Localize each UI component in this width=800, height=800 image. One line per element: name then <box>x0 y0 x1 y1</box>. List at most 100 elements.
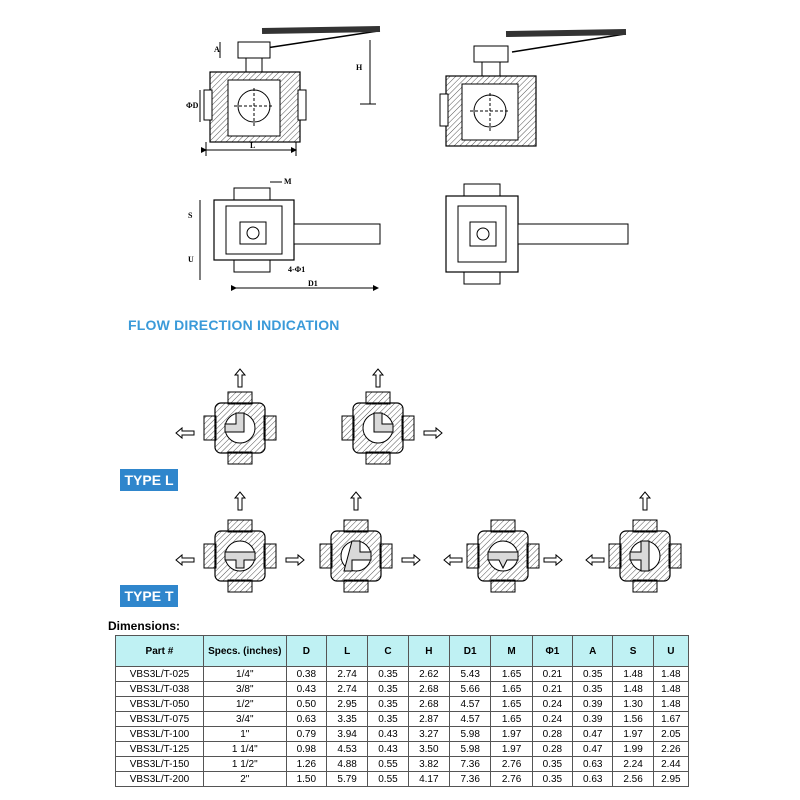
column-header: D1 <box>449 635 492 667</box>
type-t-valve-3 <box>466 519 540 593</box>
table-cell: 1.65 <box>490 696 533 712</box>
table-cell: 0.35 <box>572 681 614 697</box>
table-cell: 3.82 <box>407 756 451 772</box>
table-cell: 1.65 <box>490 681 533 697</box>
table-cell: 0.50 <box>285 696 327 712</box>
type-t-valve-4 <box>608 519 682 593</box>
column-header: A <box>572 635 614 667</box>
table-cell: 1.50 <box>285 771 327 787</box>
table-cell: 1.56 <box>612 711 654 727</box>
type-t-label: TYPE T <box>120 585 178 607</box>
table-cell: 1.48 <box>652 696 690 712</box>
table-cell: 1.30 <box>612 696 654 712</box>
table-cell: 2.95 <box>652 771 690 787</box>
column-header: Φ1 <box>531 635 574 667</box>
table-cell: 0.98 <box>285 741 327 757</box>
table-cell: 3.35 <box>325 711 369 727</box>
table-cell: VBS3L/T-200 <box>115 771 204 787</box>
table-cell: 0.43 <box>285 681 327 697</box>
table-cell: 3/4" <box>202 711 287 727</box>
front-view-left: A H ΦD L <box>186 25 381 156</box>
table-cell: 1 1/2" <box>202 756 287 772</box>
flow-arrow-left <box>443 553 463 567</box>
table-cell: 1.97 <box>490 741 533 757</box>
table-cell: VBS3L/T-100 <box>115 726 204 742</box>
table-cell: 0.28 <box>531 741 574 757</box>
table-cell: 0.39 <box>572 711 614 727</box>
type-l-valve-2 <box>341 391 415 465</box>
table-cell: 0.28 <box>531 726 574 742</box>
table-cell: 1.97 <box>612 726 654 742</box>
table-cell: 2.26 <box>652 741 690 757</box>
table-cell: 2.74 <box>325 681 369 697</box>
table-cell: 2.68 <box>407 681 451 697</box>
table-cell: 1 1/4" <box>202 741 287 757</box>
flow-arrow-left <box>585 553 605 567</box>
column-header: Part # <box>115 635 204 667</box>
table-cell: 1.48 <box>612 666 654 682</box>
column-header: H <box>407 635 451 667</box>
table-cell: 1" <box>202 726 287 742</box>
table-cell: 2.24 <box>612 756 654 772</box>
table-cell: 2.05 <box>652 726 690 742</box>
label-holes: 4-Φ1 <box>288 265 305 274</box>
column-header: C <box>367 635 409 667</box>
table-cell: 0.21 <box>531 666 574 682</box>
table-cell: 0.43 <box>367 726 409 742</box>
table-cell: 5.98 <box>449 741 492 757</box>
table-cell: 0.35 <box>367 681 409 697</box>
table-cell: 0.63 <box>285 711 327 727</box>
flow-arrow-up <box>233 368 247 388</box>
table-cell: 1.65 <box>490 666 533 682</box>
type-t-valve-2 <box>319 519 393 593</box>
table-cell: 3.94 <box>325 726 369 742</box>
table-cell: 2.87 <box>407 711 451 727</box>
table-cell: 2.74 <box>325 666 369 682</box>
table-cell: 0.47 <box>572 726 614 742</box>
label-l: L <box>250 141 255 150</box>
table-cell: 5.66 <box>449 681 492 697</box>
table-cell: 3.50 <box>407 741 451 757</box>
type-l-valve-1 <box>203 391 277 465</box>
table-cell: 7.36 <box>449 771 492 787</box>
table-cell: 3.27 <box>407 726 451 742</box>
table-cell: 0.55 <box>367 756 409 772</box>
table-cell: 0.24 <box>531 711 574 727</box>
label-s: S <box>188 211 193 220</box>
table-cell: 1/2" <box>202 696 287 712</box>
label-u: U <box>188 255 194 264</box>
table-cell: 4.88 <box>325 756 369 772</box>
table-cell: 0.55 <box>367 771 409 787</box>
flow-arrow-right <box>285 553 305 567</box>
table-cell: 2.62 <box>407 666 451 682</box>
table-cell: 0.47 <box>572 741 614 757</box>
dimensions-title: Dimensions: <box>108 619 181 633</box>
column-header: S <box>612 635 654 667</box>
flow-arrow-right <box>401 553 421 567</box>
table-cell: 0.35 <box>531 771 574 787</box>
table-cell: 4.53 <box>325 741 369 757</box>
table-cell: 0.79 <box>285 726 327 742</box>
table-cell: 5.79 <box>325 771 369 787</box>
table-cell: 0.39 <box>572 696 614 712</box>
table-cell: 2.95 <box>325 696 369 712</box>
table-cell: 1.48 <box>612 681 654 697</box>
flow-arrow-right <box>423 426 443 440</box>
table-cell: 0.21 <box>531 681 574 697</box>
table-cell: 0.35 <box>367 666 409 682</box>
flow-arrow-left <box>175 553 195 567</box>
table-cell: 0.63 <box>572 756 614 772</box>
flow-diagrams <box>175 368 682 593</box>
top-view-right <box>445 183 629 285</box>
table-cell: 2" <box>202 771 287 787</box>
table-cell: 1.26 <box>285 756 327 772</box>
table-cell: 0.35 <box>367 711 409 727</box>
table-cell: 1.65 <box>490 711 533 727</box>
